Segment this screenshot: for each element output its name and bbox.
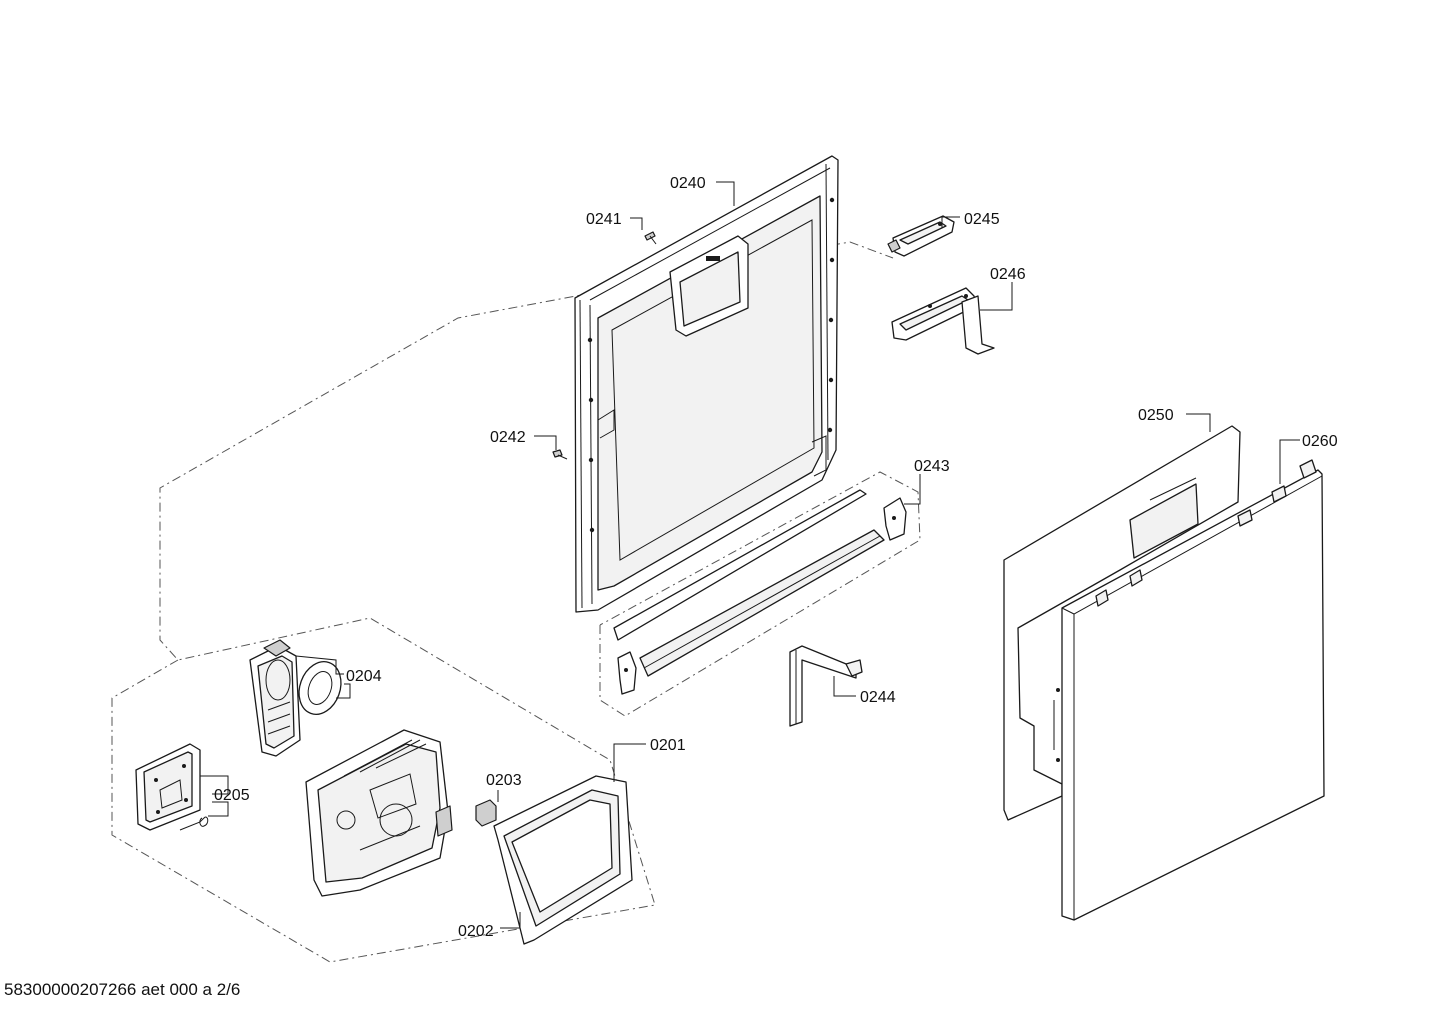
screw-0241: [644, 231, 657, 245]
label-0202: 0202: [458, 923, 494, 940]
label-0204: 0204: [346, 668, 382, 685]
seal-ring-0204: [298, 661, 342, 715]
lever-0246: [891, 287, 995, 355]
seal-rail-0243: [613, 489, 907, 695]
latch-0245: [887, 215, 955, 257]
door-inner-frame: [574, 155, 839, 613]
label-0246: 0246: [990, 266, 1026, 283]
dash-assembly-outlines: [111, 241, 921, 963]
label-0243: 0243: [914, 458, 950, 475]
button-0203: [475, 799, 497, 827]
bracket-0244: [789, 645, 863, 727]
label-0240: 0240: [670, 175, 706, 192]
leader-lines: [200, 181, 1300, 929]
screw-0242: [552, 449, 568, 460]
label-0203: 0203: [486, 772, 522, 789]
decor-panel-0260: [1053, 459, 1325, 921]
label-0205: 0205: [214, 787, 250, 804]
label-0244: 0244: [860, 689, 896, 706]
door-lock-0201: [305, 729, 453, 897]
label-0201: 0201: [650, 737, 686, 754]
label-0241: 0241: [586, 211, 622, 228]
callout-labels: 0240 0241 0242 0243 0244 0245 0246 0250 …: [214, 175, 1338, 940]
spring-0205: [179, 816, 209, 831]
label-0250: 0250: [1138, 407, 1174, 424]
label-0260: 0260: [1302, 433, 1338, 450]
label-0242: 0242: [490, 429, 526, 446]
lock-housing-plate-0204: [249, 639, 301, 757]
document-code: 58300000207266 aet 000 a 2/6: [4, 980, 241, 999]
label-0245: 0245: [964, 211, 1000, 228]
seal-frame-0202: [493, 775, 633, 945]
switch-plate-0205: [135, 743, 201, 831]
